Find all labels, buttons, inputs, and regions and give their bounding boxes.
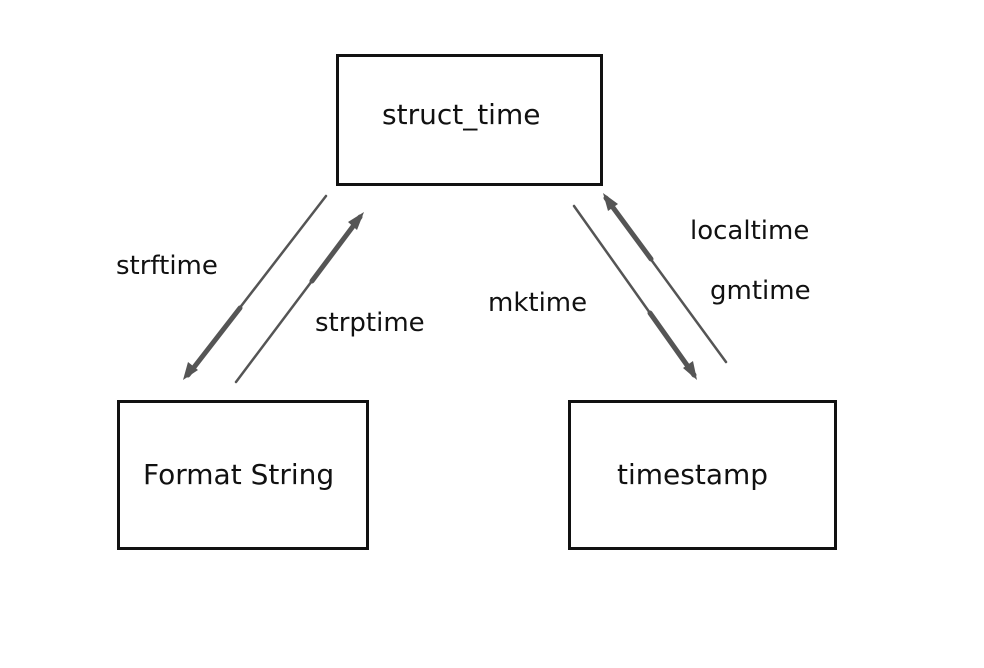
strftime-arrowhead <box>183 362 198 380</box>
strptime-arrowhead <box>348 212 364 230</box>
timestamp-label: timestamp <box>617 458 769 491</box>
localtime-label: localtime <box>690 216 810 246</box>
strptime-label: strptime <box>315 308 425 338</box>
struct-time-box <box>336 54 603 186</box>
strftime-arrow-thick <box>185 305 243 378</box>
format-string-label: Format String <box>143 458 335 491</box>
localtime-gmtime-arrowhead <box>603 193 618 211</box>
mktime-label: mktime <box>488 288 588 318</box>
mktime-arrow-thick <box>647 310 697 378</box>
format-string-box <box>117 400 369 550</box>
strftime-label: strftime <box>116 251 218 281</box>
timestamp-box <box>568 400 837 550</box>
strptime-arrow-thick <box>309 214 363 284</box>
localtime-gmtime-arrow-thick <box>603 195 654 262</box>
mktime-arrowhead <box>683 361 697 380</box>
struct-time-label: struct_time <box>382 98 541 131</box>
gmtime-label: gmtime <box>710 276 811 306</box>
